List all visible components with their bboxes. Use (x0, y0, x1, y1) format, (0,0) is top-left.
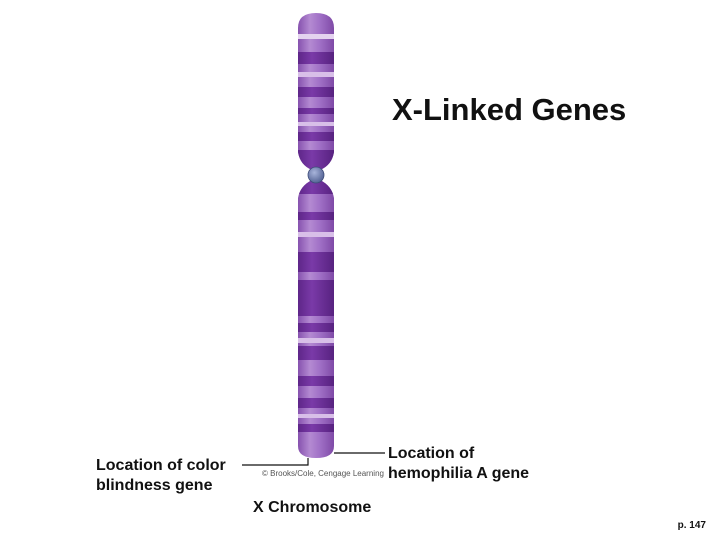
color-blindness-label: Location of color blindness gene (96, 456, 226, 496)
band (298, 346, 334, 360)
band (298, 212, 334, 220)
band (298, 398, 334, 408)
color-blindness-label-line-1: Location of color (96, 457, 226, 474)
band (298, 252, 334, 272)
color-blindness-leader-line (242, 458, 309, 466)
band (298, 180, 334, 194)
chromosome-q-arm (298, 180, 334, 458)
hemophilia-label-line-1: Location of (388, 445, 475, 462)
band (298, 87, 334, 97)
band (298, 232, 334, 237)
chromosome-p-arm (298, 13, 334, 170)
label-leader-lines (242, 452, 385, 466)
hemophilia-label: Location of hemophilia A gene (388, 444, 529, 484)
color-blindness-label-line-2: blindness gene (96, 477, 213, 494)
hemophilia-label-line-2: hemophilia A gene (388, 465, 530, 482)
band (298, 424, 334, 432)
band (298, 280, 334, 316)
centromere (307, 166, 325, 184)
image-credit: © Brooks/Cole, Cengage Learning (262, 469, 384, 478)
chromosome-caption: X Chromosome (253, 499, 372, 516)
slide-title: X-Linked Genes (392, 92, 627, 127)
band (298, 414, 334, 418)
band (298, 122, 334, 126)
band (298, 72, 334, 77)
band (298, 323, 334, 332)
band (298, 150, 334, 170)
band (298, 34, 334, 39)
band (298, 338, 334, 343)
band (298, 108, 334, 114)
band (298, 52, 334, 64)
band (298, 132, 334, 141)
band (298, 376, 334, 386)
page-number: p. 147 (677, 520, 706, 531)
